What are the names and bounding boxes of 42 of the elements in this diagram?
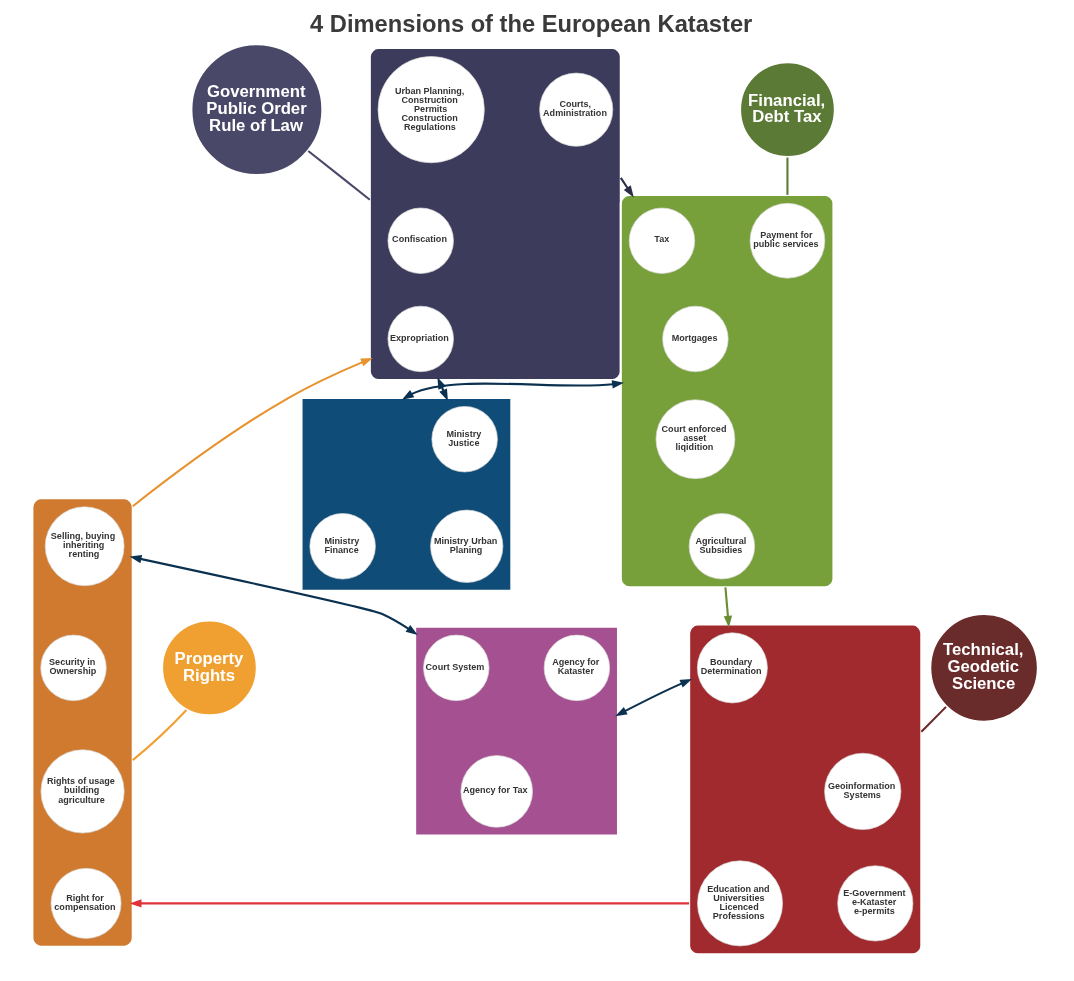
cluster	[368, 47, 622, 382]
diagram-title: 4 Dimensions of the European Kataster	[309, 11, 752, 38]
node-circle: Government Public Order Rule of Law	[189, 42, 324, 177]
node-circle: Technical, Geodetic Science	[928, 612, 1040, 724]
node-circle: Rights of usage building agriculture	[40, 749, 125, 834]
cluster	[299, 397, 512, 592]
cluster	[413, 625, 619, 837]
cluster	[619, 193, 834, 589]
node-circle: Court System	[422, 634, 489, 701]
connector	[131, 709, 187, 761]
connector	[785, 157, 788, 195]
node-circle: Court enforced asset liqidition	[655, 399, 735, 479]
node-circle: Mortgages	[661, 305, 729, 373]
cluster	[687, 623, 922, 956]
node-circle: Expropriation	[387, 305, 454, 373]
arrow	[129, 899, 689, 908]
arrow	[723, 587, 732, 628]
arrow	[131, 357, 373, 508]
node-circle: Right for compensation	[50, 868, 121, 939]
node-circle: Agricultural Subsidies	[688, 513, 755, 580]
node-circle: Boundary Determination	[696, 632, 768, 704]
node-circle: E-Government e-Kataster e-permits	[836, 865, 913, 942]
node-circle: Agency for Tax	[460, 755, 533, 828]
arrow	[129, 555, 418, 636]
node-circle: Ministry Justice	[431, 406, 498, 473]
node-circle: Ministry Finance	[309, 513, 376, 580]
arrow	[614, 679, 692, 717]
node-circle: Education and Universities Licenced Professions	[696, 860, 783, 947]
node-circle: Geoinformation Systems	[823, 752, 901, 830]
node-circle: Selling, buying inheriting renting	[44, 506, 124, 587]
connector	[920, 706, 947, 733]
arrow	[401, 380, 624, 400]
node-circle: Payment for public services	[749, 203, 825, 279]
cluster	[30, 497, 134, 948]
node-circle: Tax	[628, 207, 695, 274]
node-circle: Security in Ownership	[39, 634, 107, 701]
connector	[307, 150, 370, 201]
node-circle: Agency for Kataster	[543, 634, 610, 701]
node-circle: Courts, Administration	[538, 72, 613, 147]
node-circle: Urban Planning, Construction Permits Construction Regulations	[377, 56, 485, 164]
node-circle: Ministry Urban Planing	[429, 509, 503, 583]
node-circle: Confiscation	[387, 207, 454, 274]
